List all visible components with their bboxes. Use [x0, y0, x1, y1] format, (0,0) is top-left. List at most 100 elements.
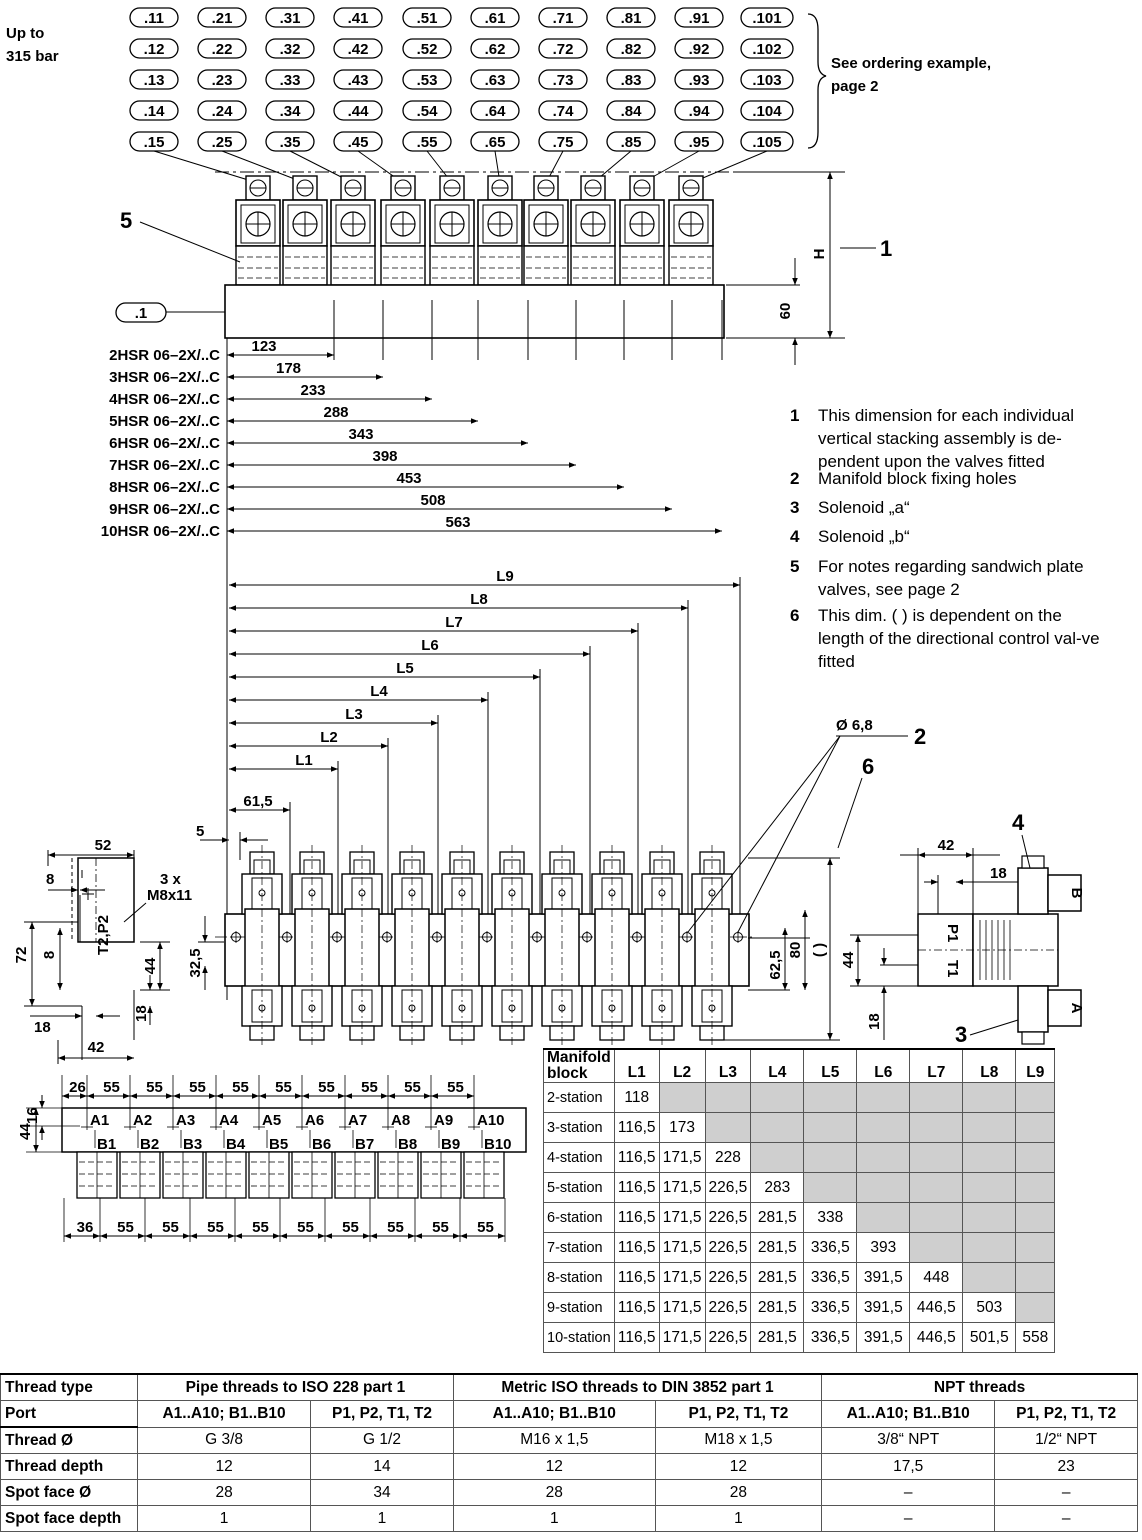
thread-cell: M16 x 1,5 — [452, 1426, 656, 1454]
manifold-cell — [909, 1112, 964, 1143]
note-text: Solenoid „a“ — [818, 498, 910, 517]
port-label: Port — [0, 1400, 138, 1428]
manifold-cell: 336,5 — [803, 1292, 858, 1323]
code-badge — [129, 69, 179, 90]
code-label: .84 — [621, 103, 643, 120]
thread-row-label: Spot face Ø — [0, 1479, 138, 1506]
port-a-label: A1 — [90, 1112, 109, 1129]
code-label: .82 — [621, 41, 642, 58]
code-label: .74 — [553, 103, 575, 120]
code-label: .35 — [280, 134, 301, 151]
port-a-label: A10 — [477, 1112, 505, 1129]
code-badge — [606, 7, 656, 28]
l-dim-label: L5 — [396, 660, 414, 677]
code-label: .93 — [689, 72, 710, 89]
manifold-cell — [803, 1172, 858, 1203]
thread-cell: 28 — [136, 1479, 312, 1506]
callout-2: 2 — [914, 724, 926, 749]
manifold-cell — [658, 1082, 706, 1113]
port-b-label: B8 — [398, 1136, 417, 1153]
manifold-col-header: L8 — [962, 1048, 1017, 1083]
thread-row-label: Thread Ø — [0, 1426, 138, 1454]
valve-front — [282, 175, 328, 286]
l-dim-label: L7 — [445, 614, 463, 631]
port-a-label: A6 — [305, 1112, 324, 1129]
code-badge — [402, 7, 452, 28]
code-badge — [470, 100, 520, 121]
manifold-cell — [1015, 1262, 1056, 1293]
manifold-cell: 171,5 — [658, 1322, 706, 1353]
ordering-ref-line2: page 2 — [831, 78, 879, 95]
station-label: 9-station — [543, 1292, 615, 1323]
manifold-cell: 118 — [613, 1082, 660, 1113]
mid-dim-paren: ( ) — [811, 943, 828, 957]
thread-row-label: Spot face depth — [0, 1505, 138, 1532]
bottom-top-dim: 55 — [232, 1079, 249, 1096]
code-badge — [333, 7, 383, 28]
valve-top — [441, 845, 483, 1048]
code-label: .13 — [144, 72, 165, 89]
left-holes-2: M8x11 — [147, 887, 192, 904]
l-dim-label: L4 — [370, 683, 388, 700]
model-dim-value: 123 — [251, 338, 276, 355]
station-label: 6-station — [543, 1202, 615, 1233]
ordering-ref-line1: See ordering example, — [831, 55, 991, 72]
manifold-cell: 391,5 — [856, 1322, 911, 1353]
model-dim-value: 453 — [396, 470, 421, 487]
code-badge — [606, 100, 656, 121]
code-label: .22 — [212, 41, 233, 58]
bottom-dim-16: 16 — [24, 1107, 41, 1124]
bottom-top-dim: 55 — [189, 1079, 206, 1096]
manifold-cell — [750, 1082, 805, 1113]
model-name: 8HSR 06–2X/..C — [109, 479, 220, 496]
manifold-code: .1 — [135, 305, 148, 322]
manifold-cell: 173 — [658, 1112, 706, 1143]
code-label: .31 — [280, 10, 301, 27]
callout-4: 4 — [1012, 810, 1025, 835]
station-label: 3-station — [543, 1112, 615, 1143]
port-header: P1, P2, T1, T2 — [310, 1400, 454, 1428]
top-view — [215, 845, 755, 1048]
hole-callout: Ø 6,8 2 — [687, 717, 926, 933]
port-b-label: B10 — [484, 1136, 512, 1153]
model-name: 7HSR 06–2X/..C — [109, 457, 220, 474]
bottom-top-dim: 55 — [146, 1079, 163, 1096]
manifold-cell: 226,5 — [704, 1292, 752, 1323]
left-dim-72: 72 — [13, 947, 30, 964]
valve-top — [491, 845, 533, 1048]
code-label: .95 — [689, 134, 710, 151]
code-label: .55 — [417, 134, 438, 151]
thread-cell: – — [994, 1479, 1138, 1506]
station-label: 2-station — [543, 1082, 615, 1113]
manifold-cell — [856, 1112, 911, 1143]
code-badge — [197, 7, 247, 28]
manifold-cell — [856, 1172, 911, 1203]
code-label: .53 — [417, 72, 438, 89]
valve-front — [523, 175, 569, 286]
note-number: 4 — [790, 527, 800, 546]
note-text: Manifold block fixing holes — [818, 469, 1017, 488]
manifold-cell: 171,5 — [658, 1172, 706, 1203]
l-dim-label: L3 — [345, 706, 363, 723]
side-view: B A P1 T1 42 18 4 44 18 3 — [840, 810, 1085, 1047]
bottom-bot-dim: 55 — [117, 1219, 134, 1236]
valve-front — [570, 175, 616, 286]
code-badge — [470, 38, 520, 59]
code-label: .72 — [553, 41, 574, 58]
manifold-cell: 226,5 — [704, 1262, 752, 1293]
left-dim-8b: 8 — [41, 951, 58, 959]
code-badge — [740, 100, 794, 121]
manifold-cell — [1015, 1172, 1056, 1203]
port-a-label: A8 — [391, 1112, 410, 1129]
manifold-cell — [909, 1082, 964, 1113]
bottom-bot-dim: 55 — [207, 1219, 224, 1236]
thread-cell: 14 — [310, 1453, 454, 1480]
thread-cell: M18 x 1,5 — [654, 1426, 823, 1454]
code-label: .51 — [417, 10, 438, 27]
code-badge — [333, 100, 383, 121]
